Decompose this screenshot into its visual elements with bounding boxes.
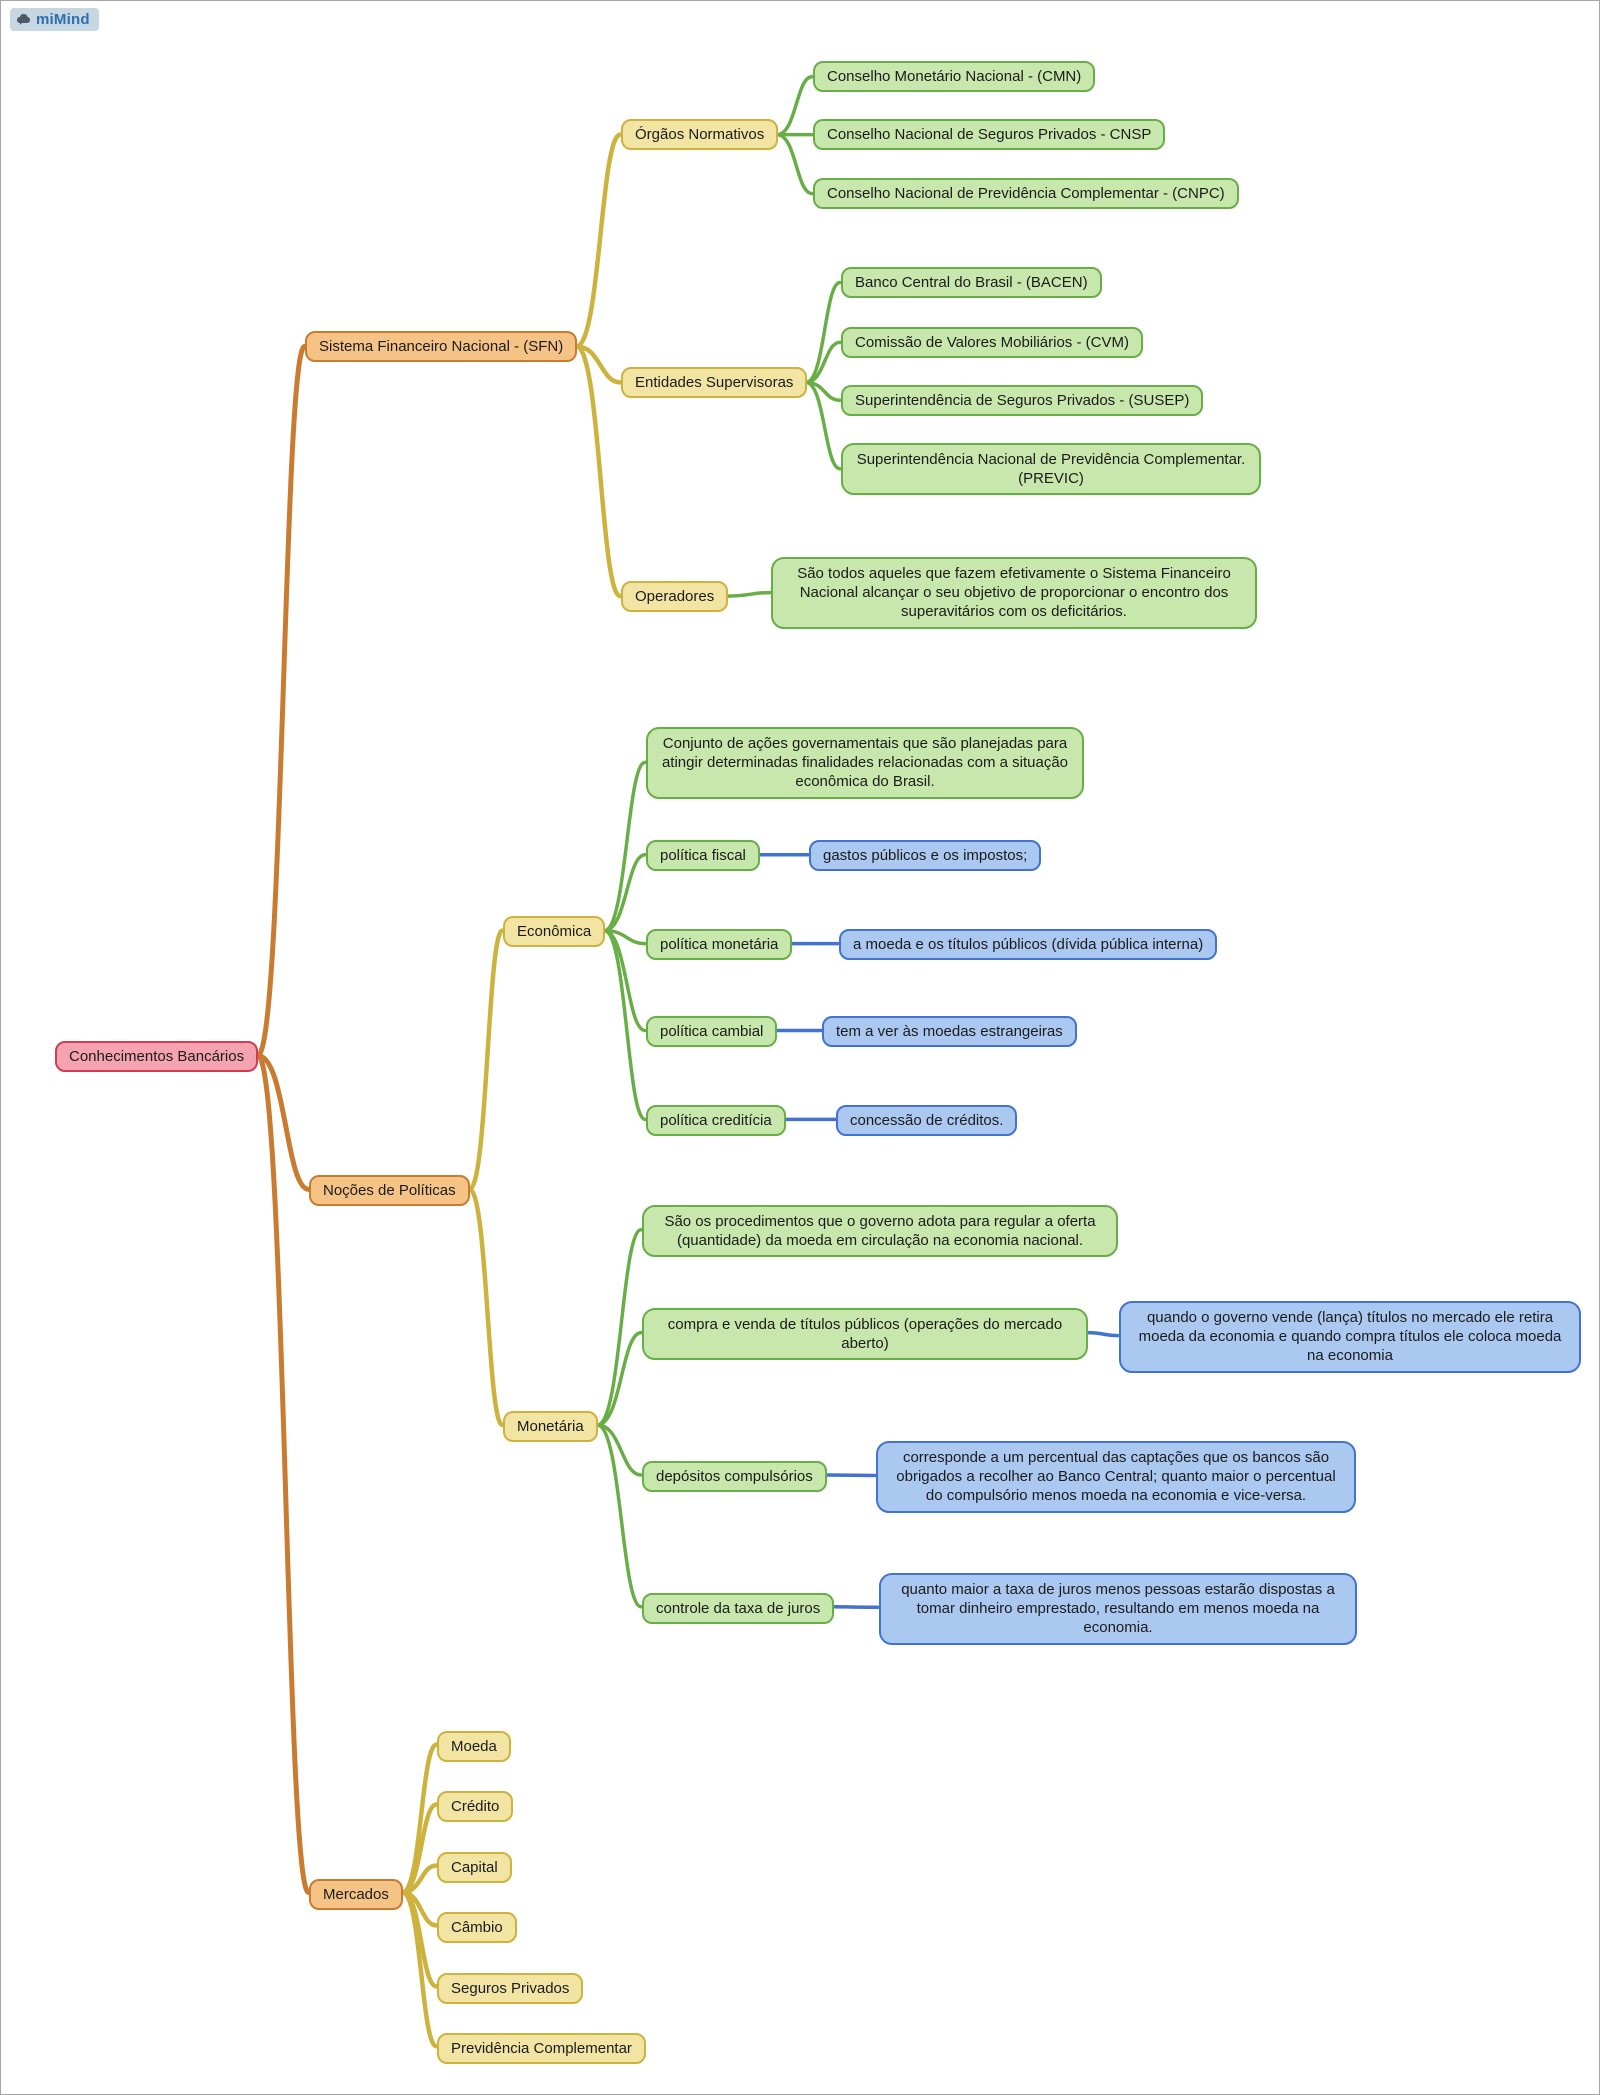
- edge-mercados-m_previdencia: [400, 1890, 439, 2049]
- node-politica-cambial[interactable]: política cambial: [646, 1016, 778, 1048]
- node-mercado-capital[interactable]: Capital: [437, 1852, 512, 1884]
- edge-root-nocoes: [255, 1052, 312, 1192]
- edge-economica-pol_fiscal: [602, 852, 647, 933]
- node-mercado-credito[interactable]: Crédito: [437, 1791, 514, 1823]
- edge-compra_venda-compra_venda_def: [1084, 1330, 1120, 1338]
- node-depositos-compulsorios[interactable]: depósitos compulsórios: [642, 1461, 827, 1493]
- edge-monetaria-compra_venda: [595, 1330, 643, 1427]
- node-conselho-nacional-seguros-privados[interactable]: Conselho Nacional de Seguros Privados - …: [813, 119, 1166, 151]
- node-superintendencia-seguros-privados[interactable]: Superintendência de Seguros Privados - (…: [841, 385, 1204, 417]
- node-controle-taxa-juros[interactable]: controle da taxa de juros: [642, 1593, 835, 1625]
- node-mercado-seguros-privados[interactable]: Seguros Privados: [437, 1973, 584, 2005]
- edge-sfn-orgaos: [574, 132, 623, 349]
- edge-entidades-bacen: [804, 280, 842, 385]
- node-mercado-cambio[interactable]: Câmbio: [437, 1912, 517, 1944]
- edge-orgaos-cnpc: [775, 132, 814, 196]
- node-politica-monetaria[interactable]: política monetária: [646, 929, 793, 961]
- node-comissao-valores-mobiliarios[interactable]: Comissão de Valores Mobiliários - (CVM): [841, 327, 1143, 359]
- edge-monetaria-depositos: [595, 1423, 643, 1477]
- node-sistema-financeiro-nacional[interactable]: Sistema Financeiro Nacional - (SFN): [305, 331, 578, 363]
- node-conhecimentos-bancarios[interactable]: Conhecimentos Bancários: [55, 1041, 259, 1073]
- edge-economica-pol_crediticia: [602, 928, 647, 1122]
- node-politica-cambial-definicao[interactable]: tem a ver às moedas estrangeiras: [822, 1016, 1077, 1048]
- node-operadores[interactable]: Operadores: [621, 581, 729, 613]
- node-controle-taxa-juros-definicao[interactable]: quanto maior a taxa de juros menos pesso…: [879, 1573, 1357, 1645]
- edge-nocoes-monetaria: [467, 1187, 505, 1428]
- app-logo-label: miMind: [36, 11, 90, 28]
- brain-icon: [16, 13, 31, 26]
- node-mercado-previdencia-complementar[interactable]: Previdência Complementar: [437, 2033, 646, 2065]
- edge-operadores-operadores_desc: [725, 590, 772, 598]
- node-entidades-supervisoras[interactable]: Entidades Supervisoras: [621, 367, 808, 399]
- node-depositos-compulsorios-definicao[interactable]: corresponde a um percentual das captaçõe…: [876, 1441, 1356, 1513]
- node-politica-crediticia[interactable]: política creditícia: [646, 1105, 786, 1137]
- edge-sfn-operadores: [574, 344, 623, 599]
- edge-mercados-m_moeda: [400, 1742, 439, 1895]
- edge-orgaos-cmn: [775, 74, 814, 137]
- edge-nocoes-economica: [467, 928, 505, 1192]
- app-logo: miMind: [10, 8, 99, 31]
- edge-economica-economica_desc: [602, 760, 647, 933]
- edge-monetaria-monetaria_desc: [595, 1228, 643, 1427]
- edge-sfn-entidades: [574, 344, 623, 385]
- node-politica-crediticia-definicao[interactable]: concessão de créditos.: [836, 1105, 1018, 1137]
- node-nocoes-de-politicas[interactable]: Noções de Políticas: [309, 1175, 470, 1207]
- node-conselho-monetario-nacional[interactable]: Conselho Monetário Nacional - (CMN): [813, 61, 1096, 93]
- node-compra-venda-titulos[interactable]: compra e venda de títulos públicos (oper…: [642, 1308, 1088, 1361]
- node-compra-venda-titulos-definicao[interactable]: quando o governo vende (lança) títulos n…: [1119, 1301, 1581, 1373]
- node-politica-fiscal-definicao[interactable]: gastos públicos e os impostos;: [809, 840, 1042, 872]
- node-conselho-nacional-previdencia-complementar[interactable]: Conselho Nacional de Previdência Complem…: [813, 178, 1239, 210]
- node-economica[interactable]: Econômica: [503, 916, 606, 948]
- node-monetaria[interactable]: Monetária: [503, 1411, 598, 1443]
- node-economica-descricao[interactable]: Conjunto de ações governamentais que são…: [646, 727, 1084, 799]
- node-superintendencia-previdencia-complementar[interactable]: Superintendência Nacional de Previdência…: [841, 443, 1261, 496]
- edge-entidades-previc: [804, 380, 842, 471]
- node-operadores-descricao[interactable]: São todos aqueles que fazem efetivamente…: [771, 557, 1257, 629]
- edge-monetaria-controle: [595, 1423, 643, 1609]
- node-mercado-moeda[interactable]: Moeda: [437, 1731, 511, 1763]
- node-monetaria-descricao[interactable]: São os procedimentos que o governo adota…: [642, 1205, 1118, 1258]
- edge-root-mercados: [255, 1052, 312, 1895]
- node-politica-monetaria-definicao[interactable]: a moeda e os títulos públicos (dívida pú…: [839, 929, 1218, 961]
- node-mercados[interactable]: Mercados: [309, 1879, 403, 1911]
- node-banco-central-do-brasil[interactable]: Banco Central do Brasil - (BACEN): [841, 267, 1102, 299]
- node-orgaos-normativos[interactable]: Órgãos Normativos: [621, 119, 779, 151]
- edge-root-sfn: [255, 343, 308, 1058]
- node-politica-fiscal[interactable]: política fiscal: [646, 840, 760, 872]
